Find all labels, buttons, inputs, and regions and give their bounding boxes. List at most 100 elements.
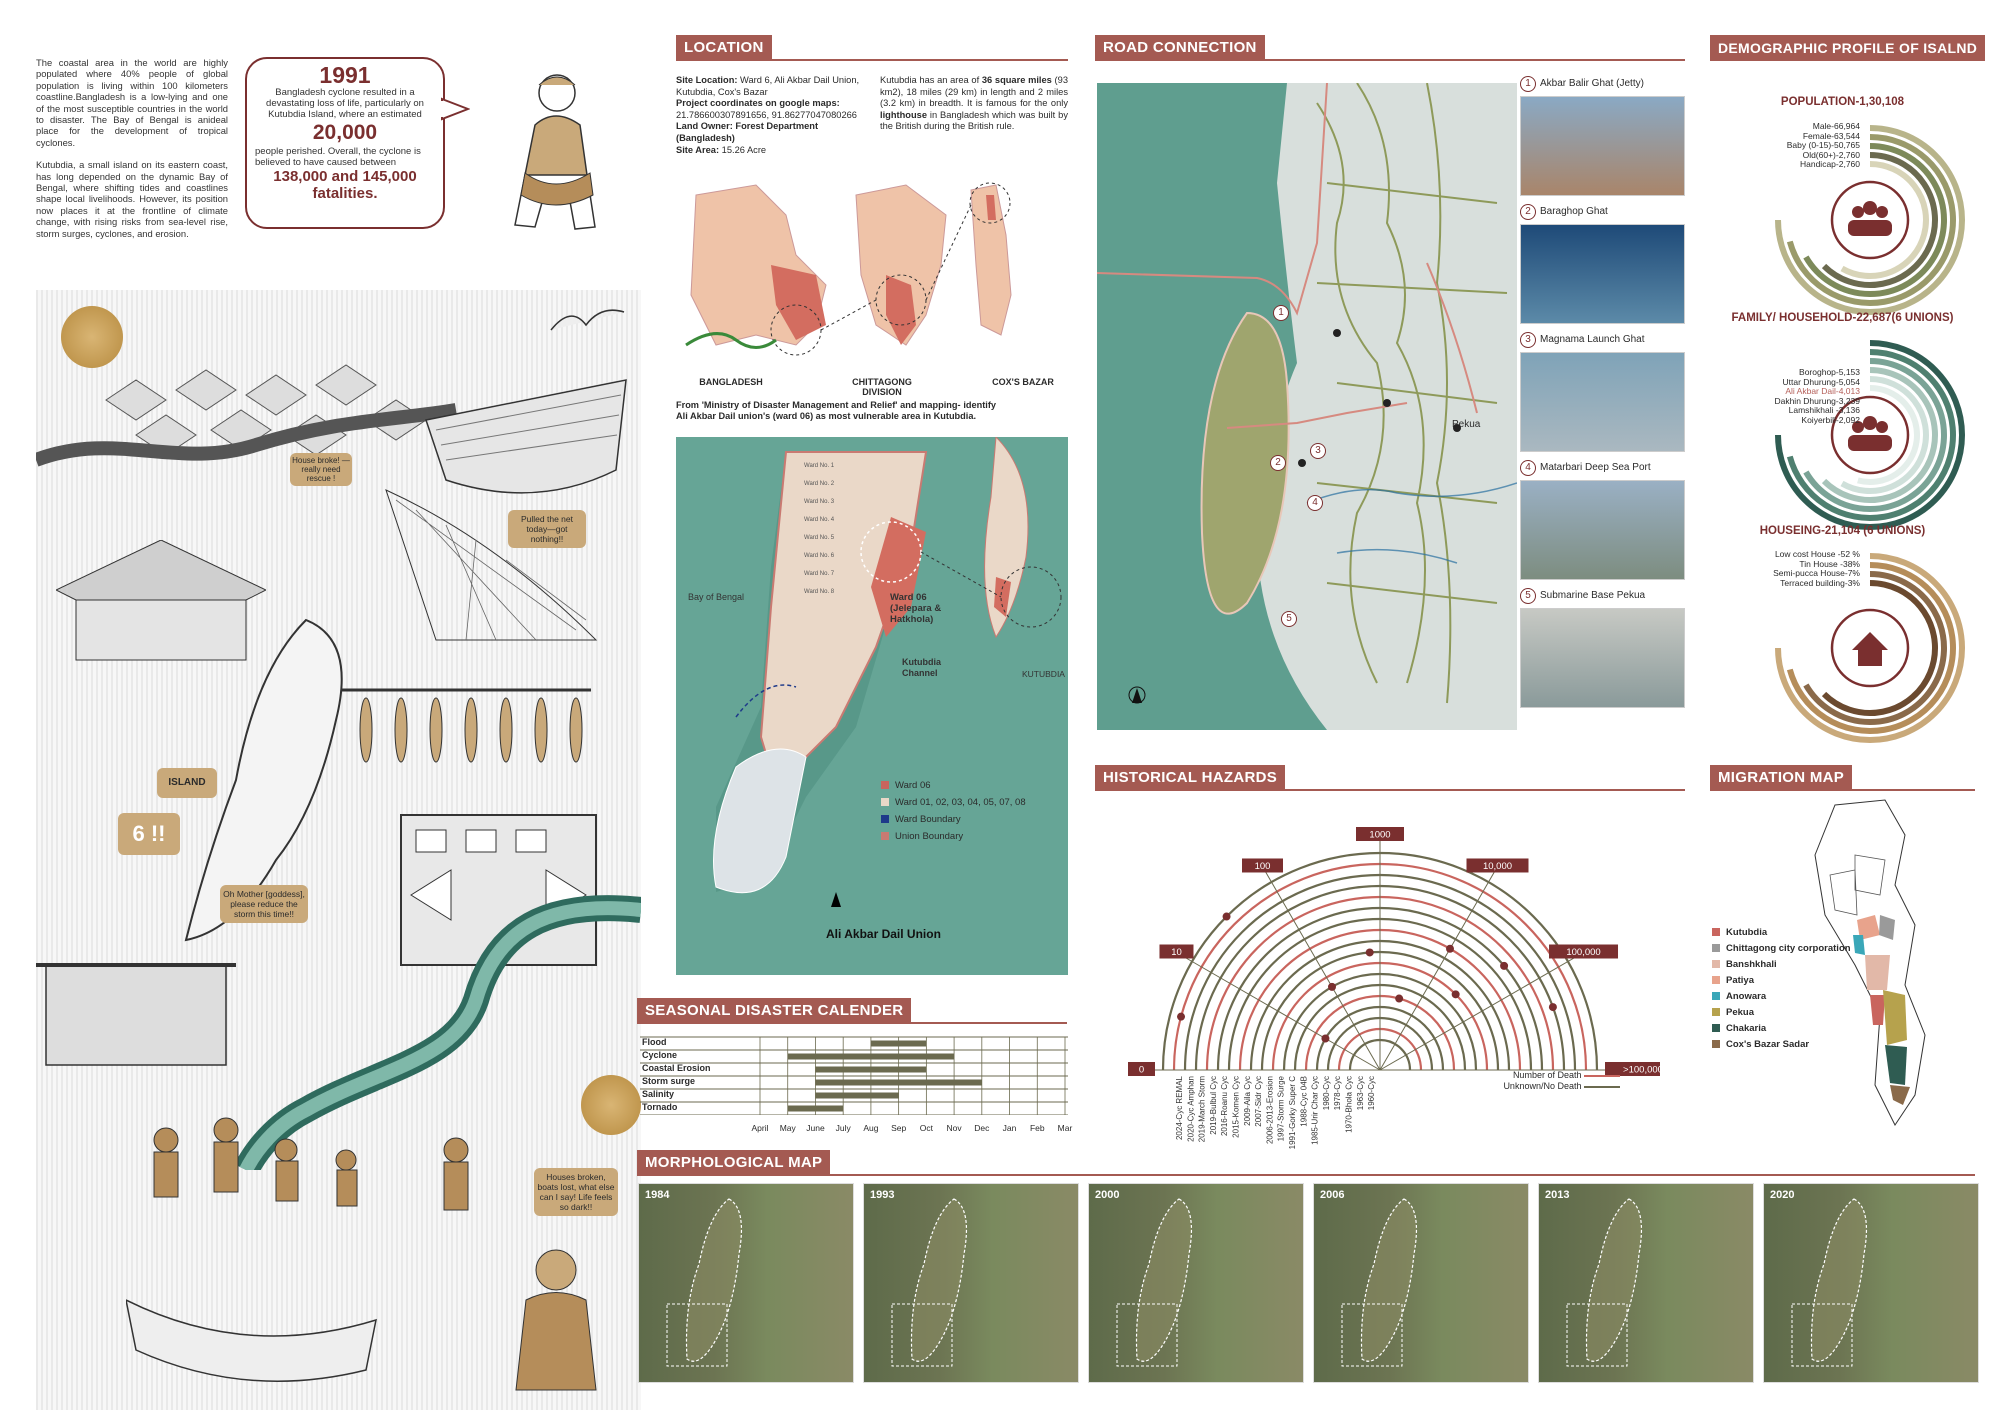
key-map-labels: BANGLADESH CHITTAGONG DIVISION COX'S BAZ…: [676, 377, 1068, 397]
intro-paragraph-2: Kutubdia, a small island on its eastern …: [36, 159, 228, 239]
family-icon: [1848, 416, 1892, 451]
site-detail-row: Land Owner: Forest Department (Banglades…: [676, 121, 861, 144]
hazard-scale-tag: 0: [1128, 1062, 1155, 1076]
ward-legend-item: Ward Boundary: [881, 811, 1026, 828]
migration-legend-item: Chittagong city corporation: [1712, 941, 1851, 957]
hazard-event-label: 2020-Cyc Amphan: [1186, 1076, 1195, 1142]
island-outline: [891, 1198, 967, 1367]
morph-year-label: 2013: [1545, 1189, 1570, 1201]
migration-header: MIGRATION MAP: [1710, 765, 1975, 791]
cyclone-fact-bubble: 1991 Bangladesh cyclone resulted in a de…: [245, 57, 445, 229]
calendar-month: Nov: [946, 1123, 962, 1133]
hazard-scale-tag: >100,000: [1605, 1062, 1660, 1076]
svg-text:10,000: 10,000: [1483, 861, 1512, 872]
demographic-line: Dakhin Dhurung-3,239: [1774, 395, 1860, 406]
hazards-header: HISTORICAL HAZARDS: [1095, 765, 1685, 791]
demographic-line: Low cost House -52 %: [1774, 549, 1860, 559]
demographic-line: Terraced building-3%: [1780, 577, 1860, 588]
calendar-month: Sep: [891, 1123, 907, 1133]
demographic-line: Handicap-2,760: [1799, 159, 1860, 170]
people-group-sketch: [126, 1117, 469, 1382]
cyclone-text-2: people perished. Overall, the cyclone is…: [255, 146, 421, 168]
hazard-scale-tag: 10,000: [1466, 858, 1529, 873]
kutubdia-channel-label: Kutubdia Channel: [902, 657, 941, 678]
sun-icon-2: [581, 1075, 641, 1135]
place-photo: [1520, 480, 1685, 580]
site-detail-row: Site Location: Ward 6, Ali Akbar Dail Un…: [676, 75, 861, 98]
hazard-scale-tag: 10: [1159, 944, 1194, 959]
place-number-badge: 1: [1520, 76, 1536, 92]
calendar-row-label: Coastal Erosion: [642, 1063, 711, 1073]
seagull-icon: [550, 309, 625, 331]
hazard-event-label: 1988-Cyc 04B: [1299, 1076, 1308, 1127]
place-number-badge: 5: [1520, 588, 1536, 604]
hazard-point: [1500, 961, 1509, 970]
hazard-point: [1222, 912, 1231, 921]
ward-legend-item: Union Boundary: [881, 828, 1026, 845]
population-title: POPULATION-1,30,108: [1780, 96, 1905, 108]
place-number-badge: 3: [1520, 332, 1536, 348]
calendar-row-label: Storm surge: [642, 1076, 696, 1086]
hazard-event-label: 2015-Komen Cyc: [1232, 1076, 1241, 1138]
svg-text:0: 0: [1139, 1065, 1144, 1076]
legend-label: Pekua: [1726, 1007, 1754, 1018]
legend-label: Chittagong city corporation: [1726, 943, 1851, 954]
island-outline: [1791, 1198, 1867, 1367]
hazard-event-label: 2007-Sidr Cyc: [1254, 1076, 1263, 1127]
hazards-title: HISTORICAL HAZARDS: [1095, 765, 1286, 791]
cyclone-shelter-sketch: [36, 963, 236, 1066]
pekua-label: Pekua: [1452, 419, 1481, 430]
hazard-event-label: 1997-Storm Surge: [1277, 1075, 1286, 1141]
morph-year-label: 1984: [645, 1189, 670, 1201]
speech-bubble-oh-mother: Oh Mother [goddess], please reduce the s…: [220, 885, 308, 923]
demographic-line: Baby (0-15)-50,765: [1786, 140, 1860, 151]
migration-legend-item: Patiya: [1712, 973, 1851, 989]
hazard-event-label: 1991-Gorky Super C: [1288, 1076, 1297, 1150]
place-name: Baraghop Ghat: [1540, 206, 1608, 217]
legend-swatch: [1712, 944, 1720, 953]
kutubdia-label: KUTUBDIA: [1022, 669, 1065, 679]
speech-bubble-six: 6 !!: [118, 813, 180, 855]
hazard-event-label: 2009-Aila Cyc: [1243, 1076, 1252, 1126]
hazard-event-label: 1985-Urir Char Cyc: [1311, 1076, 1320, 1145]
morph-map-tile: 1984: [638, 1183, 854, 1383]
demographic-header: DEMOGRAPHIC PROFILE OF ISALND: [1710, 35, 1986, 61]
svg-text:10: 10: [1171, 947, 1182, 958]
map-label-chittagong: CHITTAGONG DIVISION: [852, 377, 912, 397]
location-header: LOCATION: [676, 35, 1068, 61]
calendar-month: Aug: [863, 1123, 879, 1133]
ward-label: Ward No. 1: [804, 463, 835, 469]
legend-swatch: [1712, 960, 1720, 969]
family-donut: [1775, 340, 1965, 530]
morph-map-tile: 2013: [1538, 1183, 1754, 1383]
site-detail-label: Project coordinates on google maps:: [676, 98, 840, 109]
legend-swatch: [1712, 928, 1720, 937]
place-photo: [1520, 352, 1685, 452]
ward-label: Ward No. 6: [804, 553, 835, 559]
intro-text: The coastal area in the world are highly…: [36, 57, 228, 239]
road-header: ROAD CONNECTION: [1095, 35, 1685, 61]
legend-label: Chakaria: [1726, 1023, 1767, 1034]
ward-label: Ward No. 2: [804, 481, 835, 487]
legend-number-of-death: Number of Death: [1512, 1070, 1582, 1080]
house-icon: [1852, 632, 1888, 666]
legend-swatch: [1712, 992, 1720, 1001]
svg-text:>100,000: >100,000: [1623, 1065, 1660, 1076]
road-marker-5: 5: [1281, 611, 1297, 627]
ward-06-label: Ward 06 (Jelepara & Hatkhola): [890, 592, 942, 625]
morph-map-tile: 2006: [1313, 1183, 1529, 1383]
hazard-event-label: 2019-March Storm: [1198, 1076, 1207, 1143]
morph-map-tile: 2000: [1088, 1183, 1304, 1383]
demographic-line: Lamshikhali -3,136: [1788, 405, 1860, 416]
site-detail-label: Site Area:: [676, 144, 720, 155]
svg-text:100,000: 100,000: [1566, 947, 1600, 958]
sitting-man-illustration: [514, 74, 596, 230]
site-detail-label: Land Owner: Forest Department (Banglades…: [676, 121, 819, 143]
village-houses-sketch: [105, 364, 427, 456]
area-text-bold-2: lighthouse: [880, 109, 927, 120]
